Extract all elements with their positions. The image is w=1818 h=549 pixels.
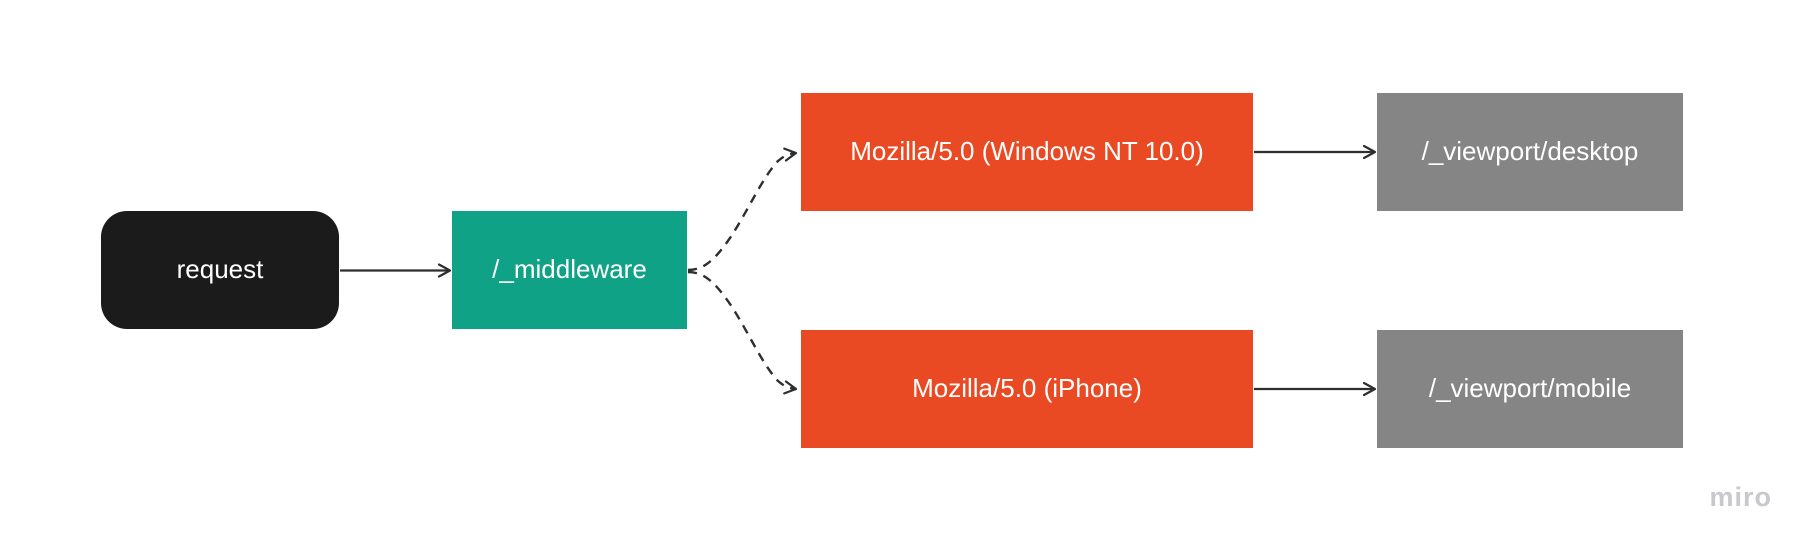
node-request[interactable]: request — [101, 211, 339, 329]
miro-logo: miro — [1709, 482, 1772, 512]
node-viewport-mobile[interactable]: /_viewport/mobile — [1377, 330, 1683, 448]
node-middleware-label: /_middleware — [492, 254, 647, 285]
node-middleware[interactable]: /_middleware — [452, 211, 687, 329]
edge-middleware-to-ua-desktop — [687, 147, 798, 272]
node-user-agent-desktop[interactable]: Mozilla/5.0 (Windows NT 10.0) — [801, 93, 1253, 211]
node-viewport-desktop[interactable]: /_viewport/desktop — [1377, 93, 1683, 211]
node-user-agent-mobile[interactable]: Mozilla/5.0 (iPhone) — [801, 330, 1253, 448]
edge-middleware-to-ua-mobile — [687, 270, 798, 395]
node-viewport-desktop-label: /_viewport/desktop — [1421, 136, 1639, 167]
node-viewport-mobile-label: /_viewport/mobile — [1428, 373, 1632, 404]
node-request-label: request — [176, 254, 264, 285]
node-user-agent-mobile-label: Mozilla/5.0 (iPhone) — [912, 373, 1142, 404]
node-user-agent-desktop-label: Mozilla/5.0 (Windows NT 10.0) — [850, 136, 1204, 167]
